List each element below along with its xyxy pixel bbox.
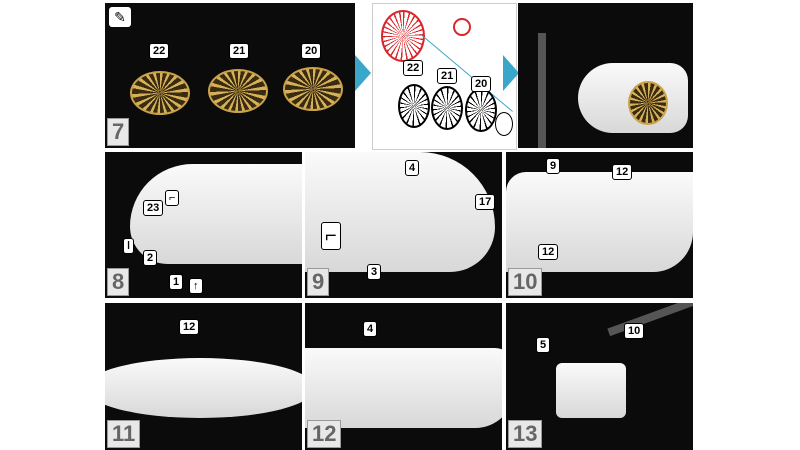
part-label: 20 [301,43,322,59]
part-label: 20 [471,76,492,92]
nacelle-fan [628,81,668,125]
part-label: 12 [612,164,633,180]
fuselage-top [105,358,302,418]
clamp [607,303,693,337]
assembly-diagram: 22 21 20 [372,3,517,150]
tool-icon: ✎ [109,7,131,27]
fuselage-nose [305,152,495,272]
step-8-photo: 23 2 1 ⌐ ǀ ↑ 8 [105,152,302,298]
part-label: 12 [179,319,200,335]
part-label: 5 [536,337,551,353]
part-label: 22 [403,60,424,76]
detail-red-icon [453,18,471,36]
spinner-icon [495,112,513,136]
step-number: 7 [107,118,130,146]
arrow-icon [503,55,519,91]
engine-nacelle-photo [518,3,693,148]
fuselage-side [305,348,502,428]
part-label: 21 [229,43,250,59]
step-10-photo: 9 12 12 10 [506,152,693,298]
fuselage-top [506,172,693,272]
step-11-photo: 12 11 [105,303,302,450]
diagram-fan-21 [431,86,463,130]
part-label: 23 [143,200,164,216]
part-label: 22 [149,43,170,59]
diagram-fan-20 [465,88,497,132]
diagram-fan-22 [398,84,430,128]
clamp [538,33,546,148]
step-number: 9 [307,268,330,296]
part-icon: ⌐ [165,190,180,206]
part-label: 10 [624,323,645,339]
part-label: 1 [169,274,184,290]
part-label: 17 [475,194,496,210]
step-number: 11 [107,420,141,448]
part-label: 4 [405,160,420,176]
part-label: 9 [546,158,561,174]
fan-part-20 [283,67,343,111]
arrow-icon [355,55,371,91]
fan-part-22 [130,71,190,115]
step-number: 12 [307,420,342,448]
part-block [556,363,626,418]
step-7-photo: ✎ 22 21 20 7 [105,3,355,148]
step-number: 8 [107,268,130,296]
part-label: 12 [538,244,559,260]
step-number: 10 [508,268,543,296]
fan-part-21 [208,69,268,113]
part-icon: ⌐ [321,222,341,250]
step-12-photo: 4 12 [305,303,502,450]
part-icon: ↑ [189,278,203,294]
step-13-photo: 5 10 13 [506,303,693,450]
part-label: 2 [143,250,158,266]
step-9-photo: 4 17 3 ⌐ 9 [305,152,502,298]
engine-red-icon [381,10,425,62]
part-label: 21 [437,68,458,84]
part-label: 4 [363,321,378,337]
part-label: 3 [367,264,382,280]
step-number: 13 [508,420,543,448]
part-icon: ǀ [123,238,135,254]
